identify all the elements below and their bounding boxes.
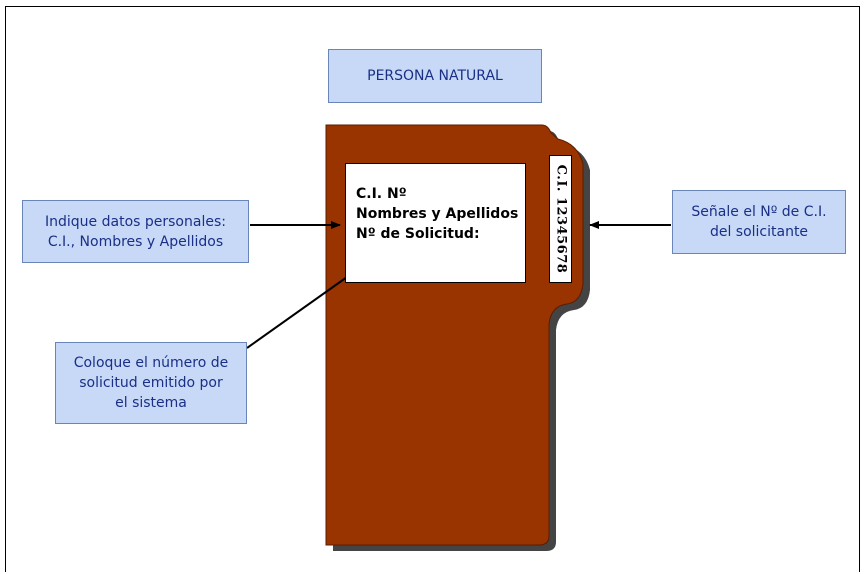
callout-numero-solicitud: Coloque el número de solicitud emitido p… — [55, 342, 247, 424]
diagram-frame — [5, 6, 860, 572]
callout-numero-ci: Señale el Nº de C.I. del solicitante — [672, 190, 846, 254]
folder-label-nombres: Nombres y Apellidos — [356, 206, 519, 222]
title-persona-natural: PERSONA NATURAL — [328, 49, 542, 103]
folder-label-solicitud: Nº de Solicitud: — [356, 226, 480, 242]
folder-label-card: C.I. Nº Nombres y Apellidos Nº de Solici… — [345, 163, 526, 283]
folder-tab-ci-number: C.I. 12345678 — [553, 164, 568, 274]
folder-tab-card: C.I. 12345678 — [549, 155, 572, 283]
folder-label-ci: C.I. Nº — [356, 186, 407, 202]
callout-datos-personales: Indique datos personales: C.I., Nombres … — [22, 200, 249, 263]
